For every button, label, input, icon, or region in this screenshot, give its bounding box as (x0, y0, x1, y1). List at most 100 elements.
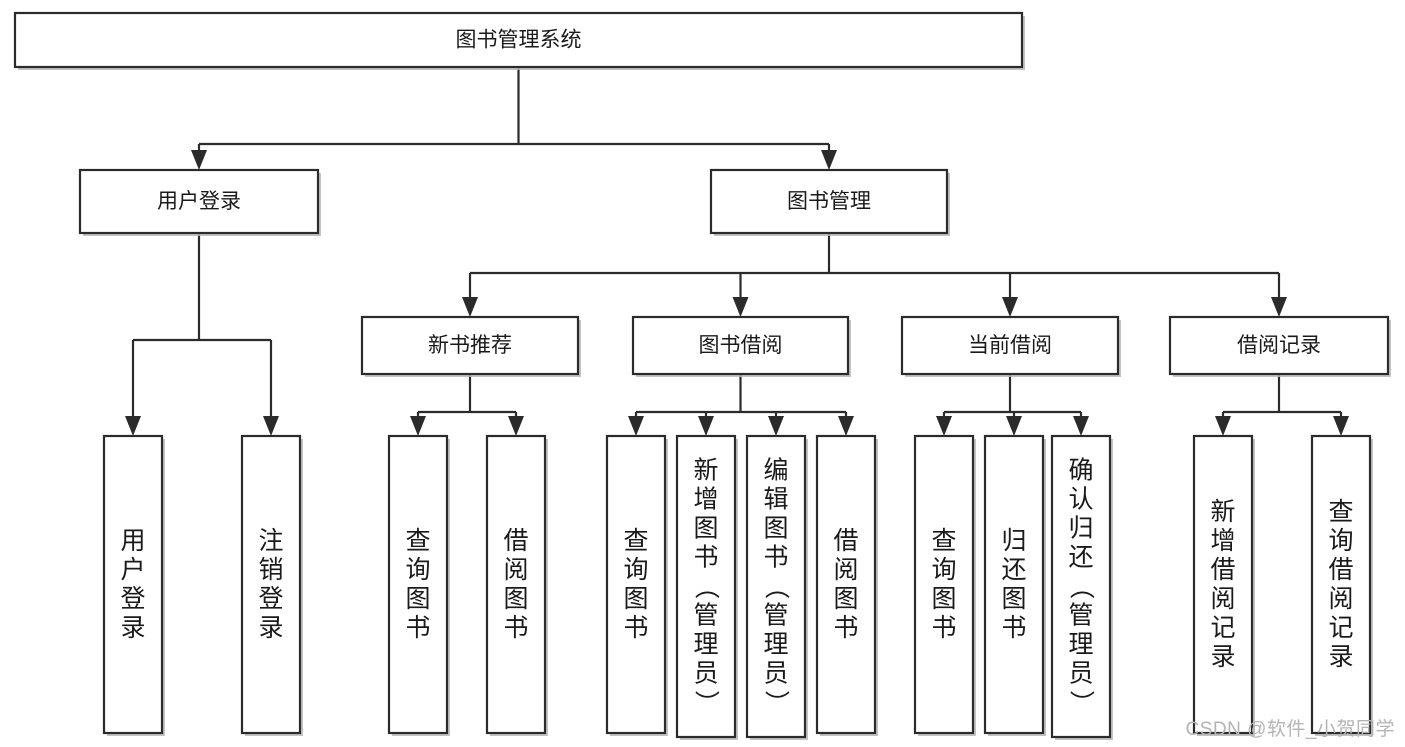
svg-text:询: 询 (405, 556, 430, 584)
node-box[interactable] (240, 434, 302, 735)
svg-text:归: 归 (1001, 527, 1026, 555)
svg-text:书: 书 (833, 614, 858, 642)
svg-text:增: 增 (693, 486, 718, 514)
arrow-head-icon (191, 150, 207, 170)
svg-text:阅: 阅 (503, 556, 528, 584)
node-label: 图书借阅 (699, 334, 783, 357)
node-leaf-user-login[interactable]: 用户登录 (102, 434, 165, 736)
arrow-head-icon (508, 416, 524, 436)
node-box[interactable] (709, 168, 949, 235)
svg-text:图: 图 (763, 515, 788, 543)
arrow-head-icon (1006, 416, 1022, 436)
node-box[interactable] (485, 434, 547, 735)
arrow-head-icon (410, 416, 426, 436)
arrow-head-icon (125, 416, 141, 436)
svg-text:查: 查 (623, 527, 648, 555)
node-box[interactable] (745, 434, 807, 739)
svg-text:图: 图 (833, 585, 858, 613)
node-label: 图书管理 (787, 190, 871, 213)
arrow-head-icon (936, 416, 952, 436)
svg-text:录: 录 (1210, 643, 1235, 671)
node-box[interactable] (900, 315, 1120, 376)
node-book-borrow[interactable]: 图书借阅 (631, 315, 851, 377)
node-box[interactable] (1050, 434, 1112, 739)
edge-group-book-borrow (628, 374, 854, 436)
svg-text:录: 录 (120, 614, 145, 642)
node-label: 当前借阅 (968, 334, 1052, 357)
svg-text:登: 登 (120, 585, 145, 613)
node-box[interactable] (605, 434, 667, 735)
node-box[interactable] (1192, 434, 1254, 735)
svg-text:询: 询 (931, 556, 956, 584)
node-label: 用户登录 (120, 527, 145, 642)
edge-group-user-login (125, 233, 279, 436)
node-box[interactable] (1168, 315, 1390, 376)
node-label: 用户登录 (157, 190, 241, 213)
node-user-login[interactable]: 用户登录 (78, 168, 321, 236)
node-box[interactable] (102, 434, 164, 735)
arrow-head-icon (1333, 416, 1349, 436)
arrow-head-icon (1002, 297, 1018, 317)
arrow-head-icon (1271, 297, 1287, 317)
node-box[interactable] (983, 434, 1045, 735)
svg-text:认: 认 (1068, 486, 1093, 514)
svg-text:编: 编 (763, 457, 788, 485)
svg-text:记: 记 (1328, 614, 1353, 642)
node-box[interactable] (913, 434, 975, 735)
arrow-head-icon (462, 297, 478, 317)
node-new-book-recommend[interactable]: 新书推荐 (360, 315, 581, 377)
svg-text:户: 户 (120, 556, 145, 584)
node-box[interactable] (815, 434, 877, 735)
svg-text:理: 理 (693, 631, 718, 659)
node-box[interactable] (387, 434, 449, 735)
node-current-borrow[interactable]: 当前借阅 (900, 315, 1121, 377)
node-root[interactable]: 图书管理系统 (13, 11, 1025, 70)
svg-text:辑: 辑 (763, 486, 788, 514)
node-label: 借阅记录 (1237, 334, 1321, 357)
node-box[interactable] (1310, 434, 1372, 735)
node-box[interactable] (78, 168, 320, 235)
node-box[interactable] (631, 315, 850, 376)
svg-text:）: ） (1067, 690, 1095, 715)
node-box[interactable] (675, 434, 737, 739)
arrow-head-icon (821, 150, 837, 170)
svg-text:（: （ (1067, 574, 1095, 599)
svg-text:书: 书 (763, 544, 788, 572)
svg-text:图: 图 (693, 515, 718, 543)
svg-text:增: 增 (1210, 527, 1235, 555)
arrow-head-icon (1073, 416, 1089, 436)
svg-text:理: 理 (1068, 631, 1093, 659)
arrow-head-icon (698, 416, 714, 436)
svg-text:查: 查 (931, 527, 956, 555)
node-borrow-record[interactable]: 借阅记录 (1168, 315, 1391, 377)
edge-group-current-borrow (936, 374, 1089, 436)
svg-text:员: 员 (763, 660, 788, 688)
svg-text:（: （ (762, 574, 790, 599)
svg-text:用: 用 (120, 527, 145, 555)
svg-text:借: 借 (1210, 556, 1235, 584)
node-label: 新书推荐 (428, 334, 512, 357)
node-book-manage[interactable]: 图书管理 (709, 168, 950, 236)
node-box[interactable] (360, 315, 580, 376)
svg-text:书: 书 (503, 614, 528, 642)
svg-text:管: 管 (1068, 602, 1093, 630)
arrow-head-icon (768, 416, 784, 436)
node-box[interactable] (13, 11, 1024, 69)
